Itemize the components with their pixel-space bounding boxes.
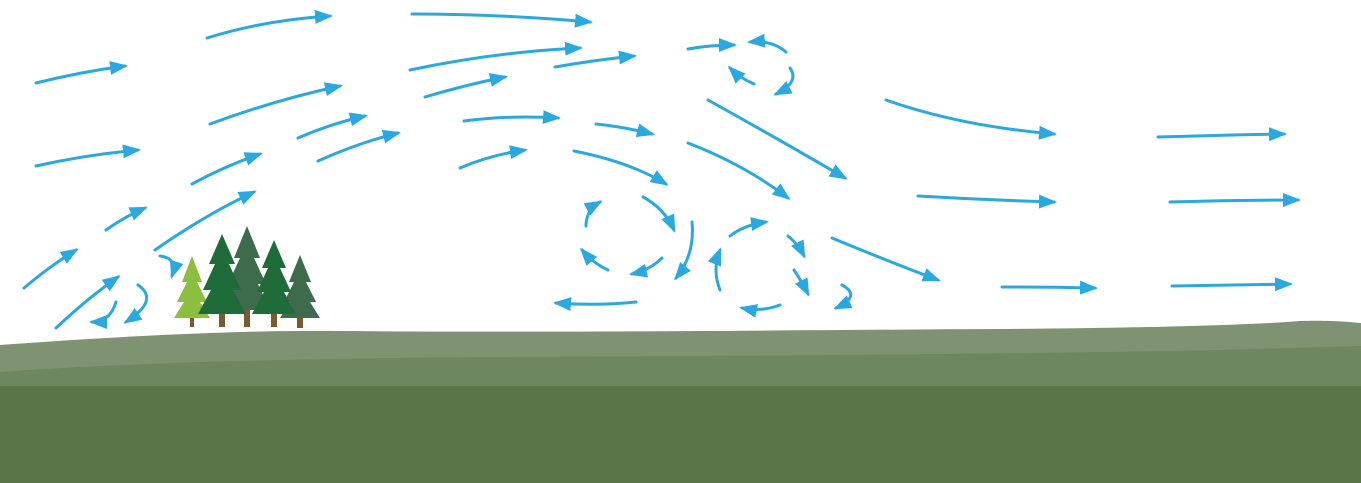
wind-arrow-icon <box>788 236 804 256</box>
wind-arrow-icon <box>160 256 174 276</box>
wind-arrow-icon <box>460 150 525 168</box>
wind-arrow-icon <box>1172 284 1290 286</box>
wind-arrow-icon <box>708 100 845 178</box>
wind-arrow-icon <box>36 66 125 83</box>
wind-arrow-icon <box>155 192 254 250</box>
wind-arrow-icon <box>730 68 754 84</box>
tree-stand <box>174 226 320 328</box>
wind-arrow-icon <box>210 86 340 124</box>
wind-arrow-icon <box>688 45 734 49</box>
wind-arrow-icon <box>643 197 674 230</box>
wind-arrow-icon <box>918 196 1054 202</box>
wind-arrow-icon <box>632 258 662 274</box>
wind-arrow-icon <box>298 116 365 138</box>
wind-arrow-icon <box>688 143 788 198</box>
wind-arrow-icon <box>464 117 558 121</box>
wind-arrow-icon <box>192 154 260 184</box>
wind-arrow-icon <box>126 285 147 322</box>
wind-arrow-icon <box>412 14 590 22</box>
wind-arrow-icon <box>318 133 398 161</box>
wind-arrow-icon <box>886 100 1054 134</box>
wind-arrow-icon <box>836 285 851 308</box>
wind-arrow-icon <box>425 77 505 97</box>
wind-arrow-icon <box>56 277 118 328</box>
wind-arrow-icon <box>730 222 766 236</box>
wind-arrow-icon <box>742 305 780 309</box>
wind-arrow-icon <box>794 270 808 294</box>
wind-arrow-icon <box>1158 134 1284 137</box>
wind-arrow-icon <box>92 302 116 322</box>
wind-arrow-icon <box>555 56 634 67</box>
wind-arrow-icon <box>207 16 330 38</box>
wind-arrow-icon <box>586 202 600 226</box>
wind-arrow-icon <box>1002 287 1095 288</box>
light-tree <box>174 256 210 327</box>
wind-arrow-icon <box>750 42 786 52</box>
ground-near-layer <box>0 386 1361 483</box>
wind-arrow-icon <box>556 302 636 304</box>
wind-arrow-icon <box>776 68 793 94</box>
wind-arrow-icon <box>676 222 692 278</box>
ground <box>0 321 1361 483</box>
wind-arrow-icon <box>106 208 145 230</box>
wind-arrow-icon <box>832 238 938 280</box>
wind-arrow-icon <box>1170 200 1298 202</box>
wind-arrow-icon <box>36 150 138 166</box>
wind-arrow-icon <box>574 151 666 184</box>
wind-arrow-icon <box>716 250 720 290</box>
wind-arrow-icon <box>582 250 608 270</box>
wind-arrow-icon <box>24 250 76 288</box>
wind-arrow-icon <box>596 124 652 134</box>
